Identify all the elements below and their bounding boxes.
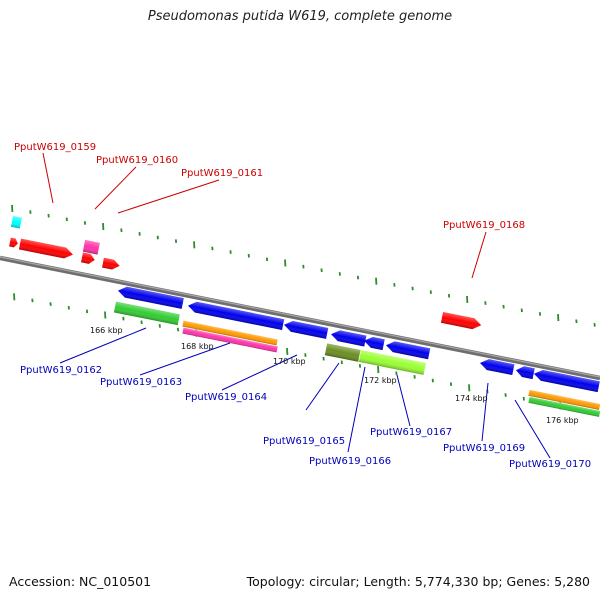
gene-0160-arrow-shade bbox=[81, 252, 95, 264]
gene-label-pputw619-0163: PputW619_0163 bbox=[100, 377, 182, 388]
gene-0164-arrow bbox=[284, 320, 329, 339]
inner-tick-ring bbox=[13, 293, 598, 416]
leader-line-top bbox=[117, 179, 220, 214]
gene-label-pputw619-0160: PputW619_0160 bbox=[96, 155, 178, 166]
gene-0170-feature-b bbox=[528, 396, 600, 417]
gene-0160-arrow bbox=[81, 252, 95, 264]
gene-0162-arrow-shade bbox=[118, 286, 184, 309]
gene-0164-arrow-shade bbox=[284, 320, 329, 339]
outer-tick-ring bbox=[11, 204, 596, 327]
leader-line-bottom bbox=[396, 374, 411, 427]
gene-0166-arrow bbox=[364, 336, 385, 351]
gene-0166-feature bbox=[358, 350, 426, 375]
kbp-label: 176 kbp bbox=[546, 416, 579, 425]
gene-0161-arrow bbox=[102, 257, 120, 270]
gene-0165-arrow-shade bbox=[331, 330, 367, 347]
map-title: Pseudomonas putida W619, complete genome bbox=[147, 9, 453, 24]
gene-0169-arrow bbox=[480, 359, 515, 376]
gene-0162-feature bbox=[113, 301, 180, 326]
gene-0161-arrow-shade bbox=[102, 257, 120, 270]
gene-0166-feature-shade bbox=[358, 350, 426, 375]
gene-label-pputw619-0167: PputW619_0167 bbox=[370, 427, 452, 438]
gene-0170-feature-b-shade bbox=[528, 396, 600, 417]
leader-line-bottom bbox=[481, 382, 489, 442]
gene-label-pputw619-0162: PputW619_0162 bbox=[20, 365, 102, 376]
leader-line-bottom bbox=[59, 327, 147, 364]
gene-0165-feature bbox=[324, 343, 361, 362]
genome-summary-text: Topology: circular; Length: 5,774,330 bp… bbox=[246, 574, 590, 589]
gene-0170-feature-a-shade bbox=[528, 389, 600, 410]
gene-label-pputw619-0159: PputW619_0159 bbox=[14, 142, 96, 153]
leader-line-top bbox=[94, 166, 137, 210]
kbp-label: 172 kbp bbox=[364, 376, 397, 385]
backbone-highlight bbox=[0, 256, 600, 378]
leader-line-bottom bbox=[347, 366, 366, 453]
gene-label-pputw619-0165: PputW619_0165 bbox=[263, 436, 345, 447]
leader-line-top bbox=[42, 152, 54, 204]
gene-0163-feature-a bbox=[182, 320, 278, 346]
gene-0167-arrow bbox=[386, 341, 431, 360]
leader-line-bottom bbox=[514, 399, 551, 459]
gene-label-pputw619-0161: PputW619_0161 bbox=[181, 168, 263, 179]
gene-label-pputw619-0170: PputW619_0170 bbox=[509, 459, 591, 470]
gene-0162-arrow bbox=[118, 286, 184, 309]
gene-0160-feature bbox=[82, 239, 100, 255]
gene-0158-arrow bbox=[9, 237, 18, 248]
gene-0165-arrow bbox=[331, 330, 367, 347]
leader-line-bottom bbox=[305, 362, 340, 411]
gene-labels: PputW619_0159PputW619_0160PputW619_0161P… bbox=[14, 142, 591, 470]
gene-0166-arrow-shade bbox=[364, 336, 385, 351]
gene-0159-feature bbox=[10, 216, 22, 229]
kbp-label: 174 kbp bbox=[455, 394, 488, 403]
gene-0168-arrow-shade bbox=[440, 312, 482, 330]
gene-label-pputw619-0168: PputW619_0168 bbox=[443, 220, 525, 231]
gene-0170-arrow bbox=[516, 366, 535, 380]
gene-0170-feature-a bbox=[528, 389, 600, 410]
gene-label-pputw619-0169: PputW619_0169 bbox=[443, 443, 525, 454]
gene-0159-arrow-shade bbox=[18, 238, 73, 259]
kbp-label: 168 kbp bbox=[181, 342, 214, 351]
gene-0165-feature-shade bbox=[324, 343, 361, 362]
kbp-label: 170 kbp bbox=[273, 357, 306, 366]
gene-features bbox=[9, 216, 600, 417]
gene-0163-arrow bbox=[188, 301, 285, 331]
kbp-scale-labels: 166 kbp 168 kbp 170 kbp 172 kbp 174 kbp 176 k… bbox=[90, 326, 579, 425]
accession-text: Accession: NC_010501 bbox=[9, 574, 152, 589]
genome-backbone bbox=[0, 255, 600, 381]
gene-0163-arrow-shade bbox=[188, 301, 285, 331]
kbp-label: 166 kbp bbox=[90, 326, 123, 335]
gene-0163-feature-b-shade bbox=[182, 327, 278, 353]
gene-0162-feature-shade bbox=[113, 301, 180, 326]
gene-label-pputw619-0164: PputW619_0164 bbox=[185, 392, 267, 403]
gene-0163-feature-b bbox=[182, 327, 278, 353]
gene-0158-arrow-shade bbox=[9, 237, 18, 248]
gene-label-pputw619-0166: PputW619_0166 bbox=[309, 456, 391, 467]
gene-0168-arrow bbox=[440, 312, 482, 330]
gene-0170-arrow-shade bbox=[516, 366, 535, 380]
gene-0159-feature-shade bbox=[10, 216, 22, 229]
gene-0167-arrow-shade bbox=[386, 341, 431, 360]
gene-0169-arrow-shade bbox=[480, 359, 515, 376]
gene-0160-feature-shade bbox=[82, 239, 100, 255]
gene-0171-arrow-shade bbox=[534, 369, 600, 393]
gene-0159-arrow bbox=[18, 238, 73, 259]
gene-0171-arrow bbox=[534, 369, 600, 393]
leader-line-top bbox=[471, 231, 487, 279]
leader-line-bottom bbox=[221, 354, 298, 391]
gene-0163-feature-a-shade bbox=[182, 320, 278, 346]
backbone-line bbox=[0, 255, 600, 381]
label-leader-lines bbox=[42, 152, 551, 459]
leader-line-bottom bbox=[139, 342, 231, 376]
